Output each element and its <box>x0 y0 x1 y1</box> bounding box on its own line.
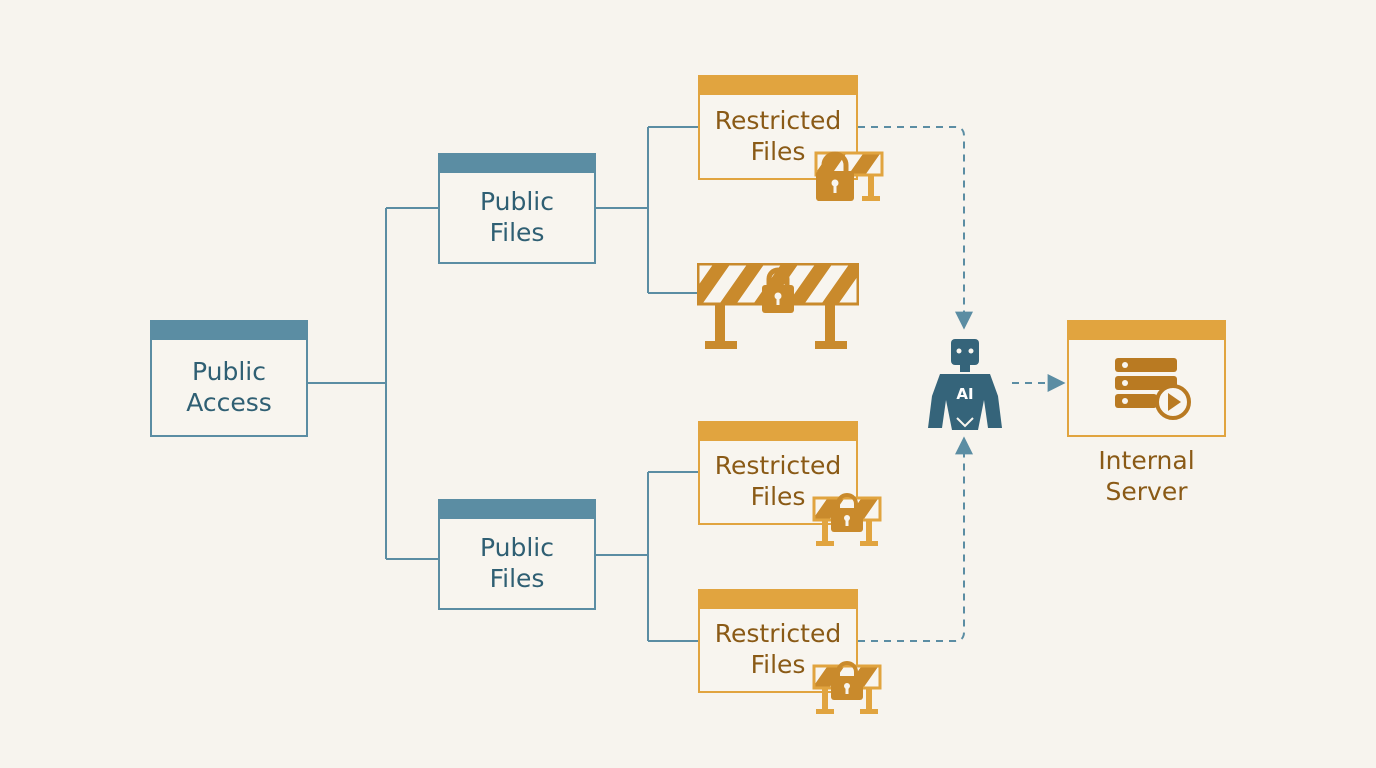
internal-server-label: Internal Server <box>1098 446 1195 506</box>
lock-icon <box>814 151 856 203</box>
dashed-path-restricted-1-to-ai <box>858 126 973 330</box>
dashed-path-restricted-3-to-ai <box>858 436 973 642</box>
tree-connectors <box>308 126 698 642</box>
restricted-1-label: Restricted Files <box>714 105 842 166</box>
lock-icon <box>830 660 864 702</box>
restricted-2-label: Restricted Files <box>714 451 842 511</box>
public-files-bottom-label: Public Files <box>480 532 554 593</box>
public-access-label: Public Access <box>186 356 272 417</box>
robot-icon: AI <box>926 338 1004 430</box>
lock-icon <box>761 265 795 315</box>
restricted-files-node-3: Restricted Files <box>698 589 858 693</box>
restricted-2-header-bar <box>698 421 858 441</box>
public-files-top-header-bar <box>438 153 596 173</box>
play-icon <box>1153 382 1193 422</box>
restricted-1-header-bar <box>698 75 858 95</box>
public-files-top-label: Public Files <box>480 186 554 247</box>
server-icon <box>1113 356 1193 422</box>
internal-server-node <box>1067 320 1226 437</box>
restricted-3-label: Restricted Files <box>714 619 842 679</box>
restricted-3-header-bar <box>698 589 858 609</box>
public-files-node-top: Public Files <box>438 153 596 264</box>
internal-server-header-bar <box>1067 320 1226 340</box>
public-files-bottom-header-bar <box>438 499 596 519</box>
public-files-node-bottom: Public Files <box>438 499 596 610</box>
ai-access-paths <box>858 126 1066 642</box>
ai-badge-label: AI <box>956 385 973 403</box>
lock-icon <box>830 492 864 534</box>
public-access-header-bar <box>150 320 308 340</box>
public-access-node: Public Access <box>150 320 308 437</box>
